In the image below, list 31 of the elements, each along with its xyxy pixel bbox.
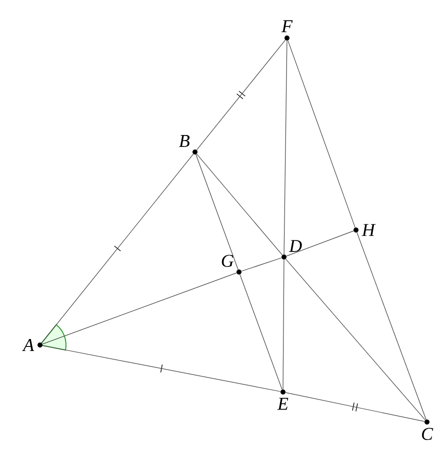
point: A <box>22 339 42 351</box>
line-segment <box>42 272 237 344</box>
node-label: C <box>422 428 434 440</box>
point: C <box>422 420 434 440</box>
line-segment <box>240 274 282 390</box>
line-segment <box>288 40 356 228</box>
point: H <box>354 224 376 236</box>
line-segment <box>282 259 284 390</box>
line-segment <box>284 40 288 255</box>
node-label: F <box>281 20 293 32</box>
line-segment <box>196 154 283 256</box>
point: F <box>281 20 293 40</box>
line-segment <box>42 345 281 392</box>
node-label: D <box>288 240 302 252</box>
point: B <box>179 135 198 154</box>
line-segment <box>196 154 238 270</box>
node-label: G <box>222 254 234 267</box>
line-segment <box>41 154 194 344</box>
point: E <box>277 390 288 410</box>
line-segment <box>286 230 354 256</box>
point: G <box>222 254 242 274</box>
node-label: B <box>179 135 190 147</box>
point: D <box>282 240 302 260</box>
line-segment <box>241 258 282 272</box>
node-label: H <box>362 224 376 236</box>
node-label: A <box>22 339 34 351</box>
line-segment <box>285 258 426 420</box>
line-segment <box>356 232 426 420</box>
line-segment <box>285 392 425 422</box>
node-label: E <box>277 398 288 410</box>
line-segment <box>196 40 286 150</box>
